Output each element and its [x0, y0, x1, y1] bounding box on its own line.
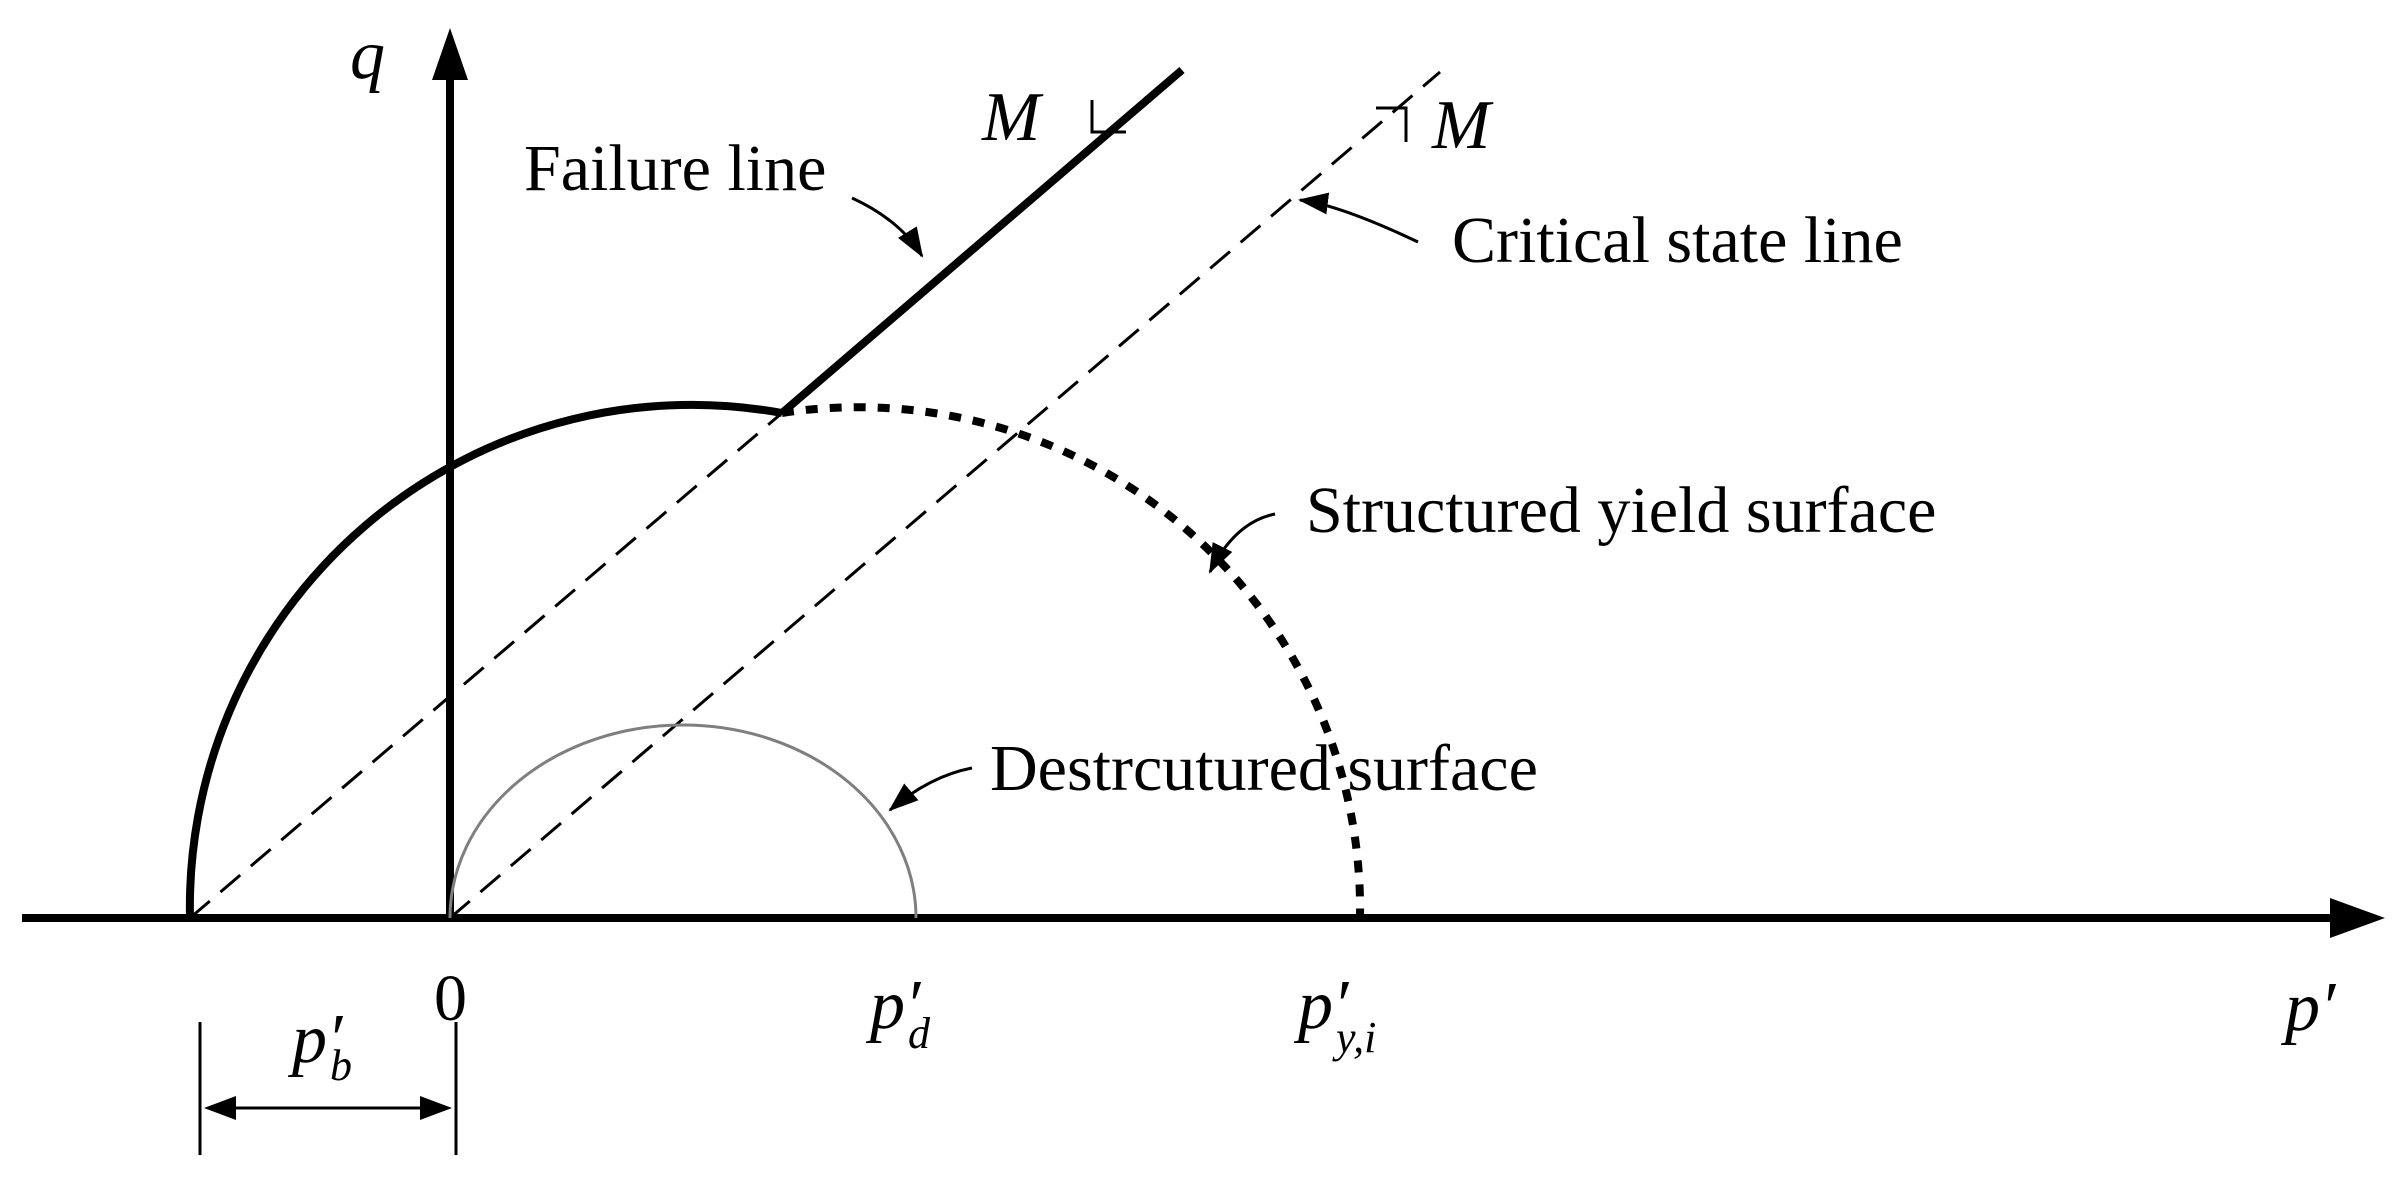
critical-state-line-pointer [1298, 192, 1419, 244]
py-label: p′ y,i [1293, 967, 1376, 1062]
svg-text:y,i: y,i [1332, 1013, 1376, 1062]
destructured-surface-pointer [888, 766, 973, 812]
critical-state-line [449, 70, 1441, 920]
slope-triangle-failure [1090, 100, 1126, 134]
critical-state-line-label: Critical state line [1452, 204, 1903, 277]
svg-text:d: d [908, 1009, 931, 1058]
pb-dimension [198, 1022, 458, 1155]
q-axis [432, 28, 468, 918]
destructured-surface-label: Destrcutured surface [990, 732, 1538, 805]
structured-yield-surface-label: Structured yield surface [1306, 474, 1936, 547]
pb-label: p′ b [287, 1001, 352, 1090]
svg-text:b: b [330, 1041, 352, 1090]
p-axis-label: p′ [2280, 969, 2337, 1046]
svg-text:p′: p′ [1293, 967, 1350, 1044]
failure-line-label: Failure line [524, 132, 826, 205]
origin-label: 0 [434, 962, 467, 1035]
p-axis [22, 898, 2385, 938]
structured-yield-surface-pointer [1208, 512, 1276, 574]
q-axis-label: q [350, 17, 385, 94]
structured-yield-surface-dotted [781, 403, 1365, 919]
svg-text:p′: p′ [287, 1001, 344, 1078]
destructured-surface [448, 723, 918, 919]
slope-label-failure: M [981, 79, 1044, 156]
structured-yield-surface-solid [185, 400, 783, 919]
svg-text:p′: p′ [865, 967, 922, 1044]
pd-label: p′ d [865, 967, 931, 1058]
failure-line-dashed-extension [189, 411, 783, 920]
failure-line-pointer [851, 196, 924, 258]
failure-line [779, 66, 1185, 417]
slope-triangle-csl [1376, 106, 1408, 142]
slope-label-csl: M [1431, 87, 1494, 164]
